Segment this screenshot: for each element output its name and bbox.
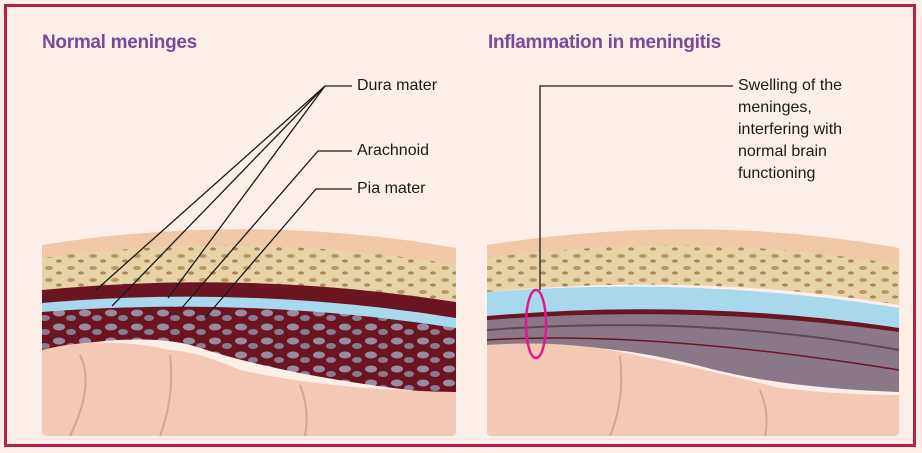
normal-meninges-cross-section bbox=[42, 222, 456, 436]
label-swelling: Swelling of the meninges, interfering wi… bbox=[738, 75, 842, 185]
label-pia-mater: Pia mater bbox=[357, 178, 425, 200]
meningitis-cross-section bbox=[487, 222, 899, 436]
label-arachnoid: Arachnoid bbox=[357, 140, 429, 162]
label-dura-mater: Dura mater bbox=[357, 75, 437, 97]
